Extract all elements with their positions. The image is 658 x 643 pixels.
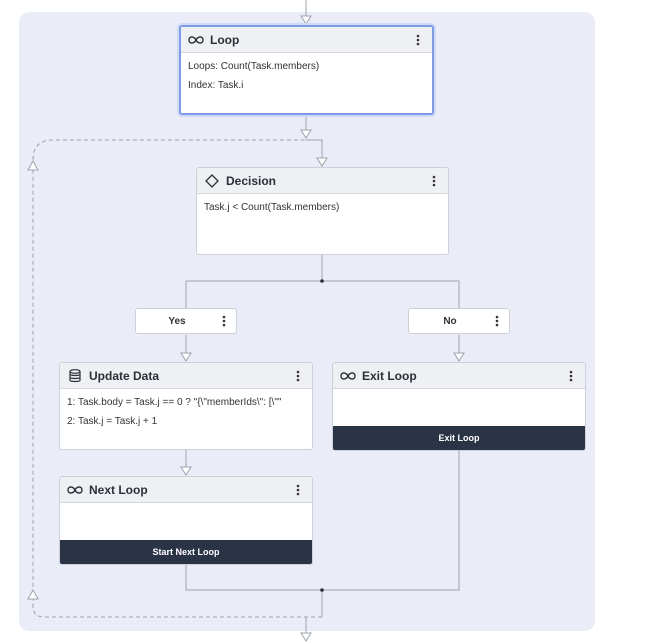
next-loop-node-header[interactable]: Next Loop <box>60 477 312 503</box>
decision-node-menu-icon[interactable] <box>428 173 440 189</box>
branch-no[interactable]: No <box>408 308 510 334</box>
decision-node-title: Decision <box>226 173 277 188</box>
update-data-node-body: 1: Task.body = Task.j == 0 ? "{\"memberI… <box>60 389 312 435</box>
next-loop-node-title: Next Loop <box>89 482 148 497</box>
branch-no-menu-icon[interactable] <box>491 313 503 329</box>
exit-loop-button[interactable]: Exit Loop <box>333 426 585 450</box>
next-loop-node[interactable]: Next Loop Start Next Loop <box>59 476 313 565</box>
update-data-node-title: Update Data <box>89 368 160 383</box>
decision-node-header[interactable]: Decision <box>197 168 448 194</box>
exit-loop-node-header[interactable]: Exit Loop <box>333 363 585 389</box>
exit-loop-node-title: Exit Loop <box>362 368 417 383</box>
decision-node-body: Task.j < Count(Task.members) <box>197 194 448 221</box>
exit-loop-node[interactable]: Exit Loop Exit Loop <box>332 362 586 451</box>
loop-node-title: Loop <box>210 32 240 47</box>
infinity-icon <box>188 32 204 48</box>
diamond-icon <box>204 173 220 189</box>
update-step-1-text: 1: Task.body = Task.j == 0 ? "{\"memberI… <box>67 397 282 408</box>
loop-count-text: Loops: Count(Task.members) <box>188 61 320 72</box>
branch-yes-label: Yes <box>168 315 186 327</box>
update-data-node-header[interactable]: Update Data <box>60 363 312 389</box>
decision-condition-text: Task.j < Count(Task.members) <box>204 202 340 213</box>
infinity-icon <box>340 368 356 384</box>
database-icon <box>67 368 83 384</box>
next-loop-node-menu-icon[interactable] <box>292 482 304 498</box>
loop-index-text: Index: Task.i <box>188 80 244 91</box>
branch-yes[interactable]: Yes <box>135 308 237 334</box>
update-step-2-text: 2: Task.j = Task.j + 1 <box>67 416 158 427</box>
loop-node-menu-icon[interactable] <box>412 32 424 48</box>
loop-node-header[interactable]: Loop <box>181 27 432 53</box>
decision-node[interactable]: Decision Task.j < Count(Task.members) <box>196 167 449 255</box>
loop-node[interactable]: Loop Loops: Count(Task.members) Index: T… <box>179 25 434 115</box>
start-next-loop-button[interactable]: Start Next Loop <box>60 540 312 564</box>
branch-yes-menu-icon[interactable] <box>218 313 230 329</box>
update-data-node[interactable]: Update Data 1: Task.body = Task.j == 0 ?… <box>59 362 313 450</box>
update-data-node-menu-icon[interactable] <box>292 368 304 384</box>
exit-loop-node-menu-icon[interactable] <box>565 368 577 384</box>
loop-node-body: Loops: Count(Task.members) Index: Task.i <box>181 53 432 99</box>
branch-no-label: No <box>443 315 457 327</box>
infinity-icon <box>67 482 83 498</box>
